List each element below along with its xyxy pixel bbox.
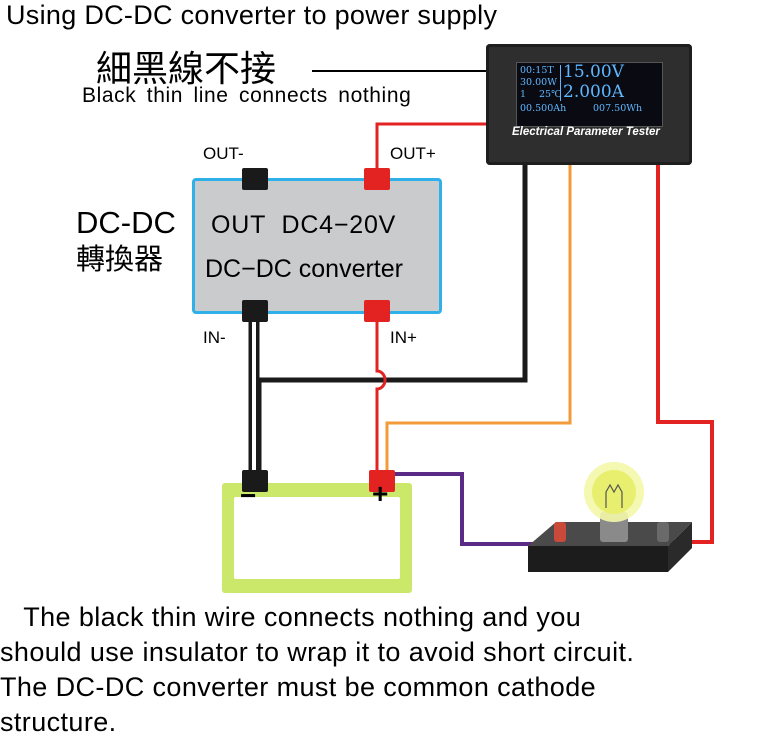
footer-note: The black thin wire connects nothing and…: [0, 600, 634, 740]
meter-screen-divider: [560, 65, 561, 101]
note-english: Black thin line connects nothing: [82, 84, 412, 107]
meter-channel: 1: [520, 89, 527, 100]
battery-terminal-minus: [242, 470, 268, 492]
terminal-in-plus: [364, 300, 390, 322]
diagram-title: Using DC-DC converter to power supply: [6, 0, 498, 30]
converter-side-label: DC-DC 轉換器: [76, 205, 176, 277]
lamp-base-front: [528, 546, 668, 572]
lamp-base-side: [668, 522, 692, 572]
meter-energy: 007.50Wh: [593, 103, 643, 114]
converter-label-english: DC-DC: [76, 205, 176, 240]
dc-dc-converter: OUT DC4−20V DC−DC converter: [192, 178, 442, 314]
battery-minus-sign: −: [240, 480, 257, 511]
converter-output-spec: OUT DC4−20V: [211, 211, 397, 239]
meter-voltage: 15.00V: [563, 62, 624, 82]
note-chinese: 細黑線不接: [96, 49, 277, 90]
footer-line-2: should use insulator to wrap it to avoid…: [0, 637, 635, 667]
wire-meter-to-lamp: [656, 165, 714, 544]
meter-charge: 00.500Ah: [520, 103, 567, 114]
wire-out-plus-to-meter: [375, 122, 492, 178]
converter-label-chinese: 轉換器: [76, 242, 164, 276]
wire-meter-orange: [385, 165, 572, 474]
meter-current: 2.000A: [563, 82, 624, 102]
lamp-assembly: [528, 462, 692, 572]
pin-label-out-minus: OUT-: [203, 144, 244, 163]
battery-terminal-plus: [369, 470, 395, 492]
footer-line-4: structure.: [0, 707, 117, 737]
wire-in-plus-to-battery: [375, 318, 387, 474]
wire-meter-ground: [256, 165, 528, 474]
meter-title: Electrical Parameter Tester: [512, 126, 660, 138]
meter-screen: 00:15T 30.00W 1 25℃ 00.500Ah 007.50Wh 15…: [516, 62, 663, 127]
meter-time: 00:15T: [520, 65, 554, 76]
pin-label-in-minus: IN-: [203, 328, 226, 347]
meter-power: 30.00W: [520, 77, 557, 88]
battery: [222, 483, 412, 593]
lamp-terminal-right: [657, 522, 669, 542]
footer-line-1: The black thin wire connects nothing and…: [0, 602, 582, 632]
pin-label-in-plus: IN+: [390, 328, 417, 347]
lamp-terminal-left: [554, 522, 566, 542]
meter-temperature: 25℃: [539, 89, 562, 100]
battery-plus-sign: +: [372, 478, 389, 509]
terminal-out-plus: [364, 168, 390, 190]
lamp-filament: [605, 483, 623, 508]
battery-inner: [234, 497, 400, 579]
pin-label-out-plus: OUT+: [390, 144, 436, 163]
converter-name: DC−DC converter: [205, 255, 403, 283]
terminal-out-minus: [242, 168, 268, 190]
footer-line-3: The DC-DC converter must be common catho…: [0, 672, 597, 702]
electrical-parameter-tester: 00:15T 30.00W 1 25℃ 00.500Ah 007.50Wh 15…: [486, 44, 692, 165]
terminal-in-minus: [242, 300, 268, 322]
wire-battery-to-lamp: [392, 472, 554, 546]
